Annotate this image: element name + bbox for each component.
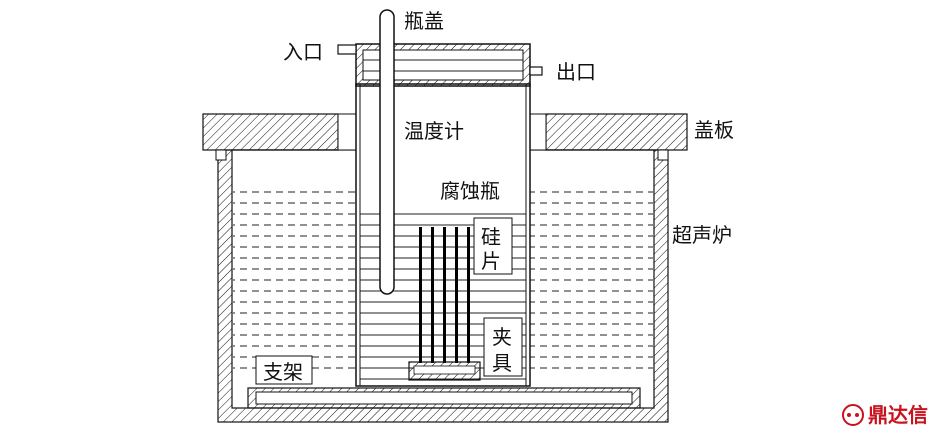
label-corrosion-bottle: 腐蚀瓶 [440,179,500,203]
label-cap: 瓶盖 [404,9,444,33]
watermark-text: 鼎达信 [868,403,928,427]
label-wafer-top: 硅 [481,225,501,249]
label-ultrasonic-bath: 超声炉 [672,223,732,247]
label-clamp-top: 夹 [492,325,512,349]
label-clamp-bottom: 具 [492,351,512,375]
watermark-logo: 鼎达信 [842,403,928,427]
clamp-label-box [483,317,523,377]
wafer-label-box [473,217,513,275]
cover-plate [202,113,688,161]
support-label-box [255,355,313,385]
clamp [408,361,481,381]
label-inlet: 入口 [283,40,323,64]
label-cover-plate: 盖板 [694,118,734,142]
support-platform [247,387,641,409]
label-support: 支架 [263,360,303,384]
label-thermometer: 温度计 [404,119,464,143]
label-outlet: 出口 [556,60,596,84]
outlet-tube [529,66,543,76]
silicon-wafers [419,227,470,363]
inlet-tube [337,44,357,55]
thermometer [379,9,395,295]
label-wafer-bottom: 片 [481,249,501,273]
watermark-icon [842,404,864,426]
